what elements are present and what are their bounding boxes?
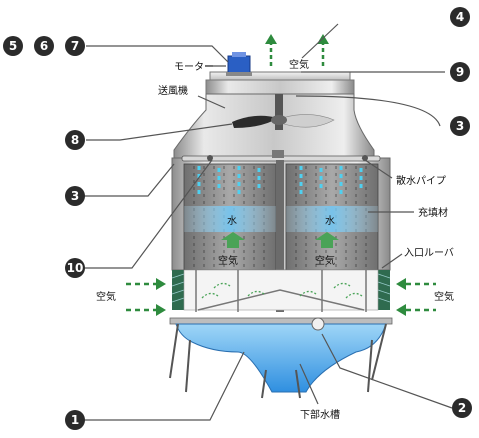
upper-shell <box>173 93 375 159</box>
label-air-side-left: 空気 <box>96 290 116 303</box>
label-fan: 送風機 <box>158 84 188 97</box>
water-band <box>184 206 378 232</box>
label-motor: モーター <box>174 61 214 73</box>
label-air-in-right: 空気 <box>315 254 335 267</box>
svg-text:7: 7 <box>71 39 79 53</box>
air-intake-right <box>406 282 436 312</box>
svg-text:3: 3 <box>456 119 464 133</box>
inlet-louver-right <box>377 270 391 310</box>
basin <box>175 317 387 393</box>
label-air-top: 空気 <box>289 58 309 71</box>
svg-text:5: 5 <box>9 39 17 53</box>
label-fill: 充填材 <box>418 206 448 219</box>
fan <box>232 94 335 130</box>
marker-1: 1 <box>65 410 85 430</box>
svg-text:6: 6 <box>40 39 48 53</box>
marker-3-right: 3 <box>450 116 470 136</box>
air-up-arrow-left <box>221 232 245 248</box>
marker-10: 10 <box>65 258 85 278</box>
label-air-side-right: 空気 <box>434 290 454 303</box>
marker-8: 8 <box>65 130 85 150</box>
label-basin: 下部水槽 <box>300 408 340 421</box>
svg-text:9: 9 <box>456 65 464 79</box>
marker-6: 6 <box>34 36 54 56</box>
svg-text:4: 4 <box>456 10 464 24</box>
marker-5: 5 <box>3 36 23 56</box>
inlet-louver-left <box>171 270 185 310</box>
lower-section <box>183 269 379 312</box>
motor <box>226 52 252 76</box>
air-exhaust-head-left <box>265 34 277 44</box>
svg-text:1: 1 <box>71 413 79 427</box>
svg-text:8: 8 <box>71 133 79 147</box>
label-air-in-left: 空気 <box>218 254 238 267</box>
marker-2: 2 <box>452 398 472 418</box>
air-intake-right-heads <box>396 278 406 316</box>
air-flow-inside <box>201 282 363 299</box>
label-water-right: 水 <box>325 215 335 227</box>
label-spray-pipe: 散水パイプ <box>396 174 446 187</box>
marker-9: 9 <box>450 62 470 82</box>
svg-text:2: 2 <box>458 401 466 415</box>
basin-rim <box>169 317 393 325</box>
water-spray <box>197 166 363 196</box>
svg-text:10: 10 <box>67 261 84 275</box>
label-louver: 入口ルーバ <box>404 247 454 259</box>
support-legs <box>169 323 387 399</box>
marker-4: 4 <box>450 7 470 27</box>
marker-7: 7 <box>65 36 85 56</box>
leader-lines <box>84 23 453 421</box>
label-water-left: 水 <box>227 215 237 227</box>
svg-text:3: 3 <box>71 189 79 203</box>
marker-3-left: 3 <box>65 186 85 206</box>
air-intake-left-heads <box>156 278 166 316</box>
air-intake-left <box>126 282 156 312</box>
air-up-arrow-right <box>315 232 339 248</box>
center-post <box>276 160 284 312</box>
